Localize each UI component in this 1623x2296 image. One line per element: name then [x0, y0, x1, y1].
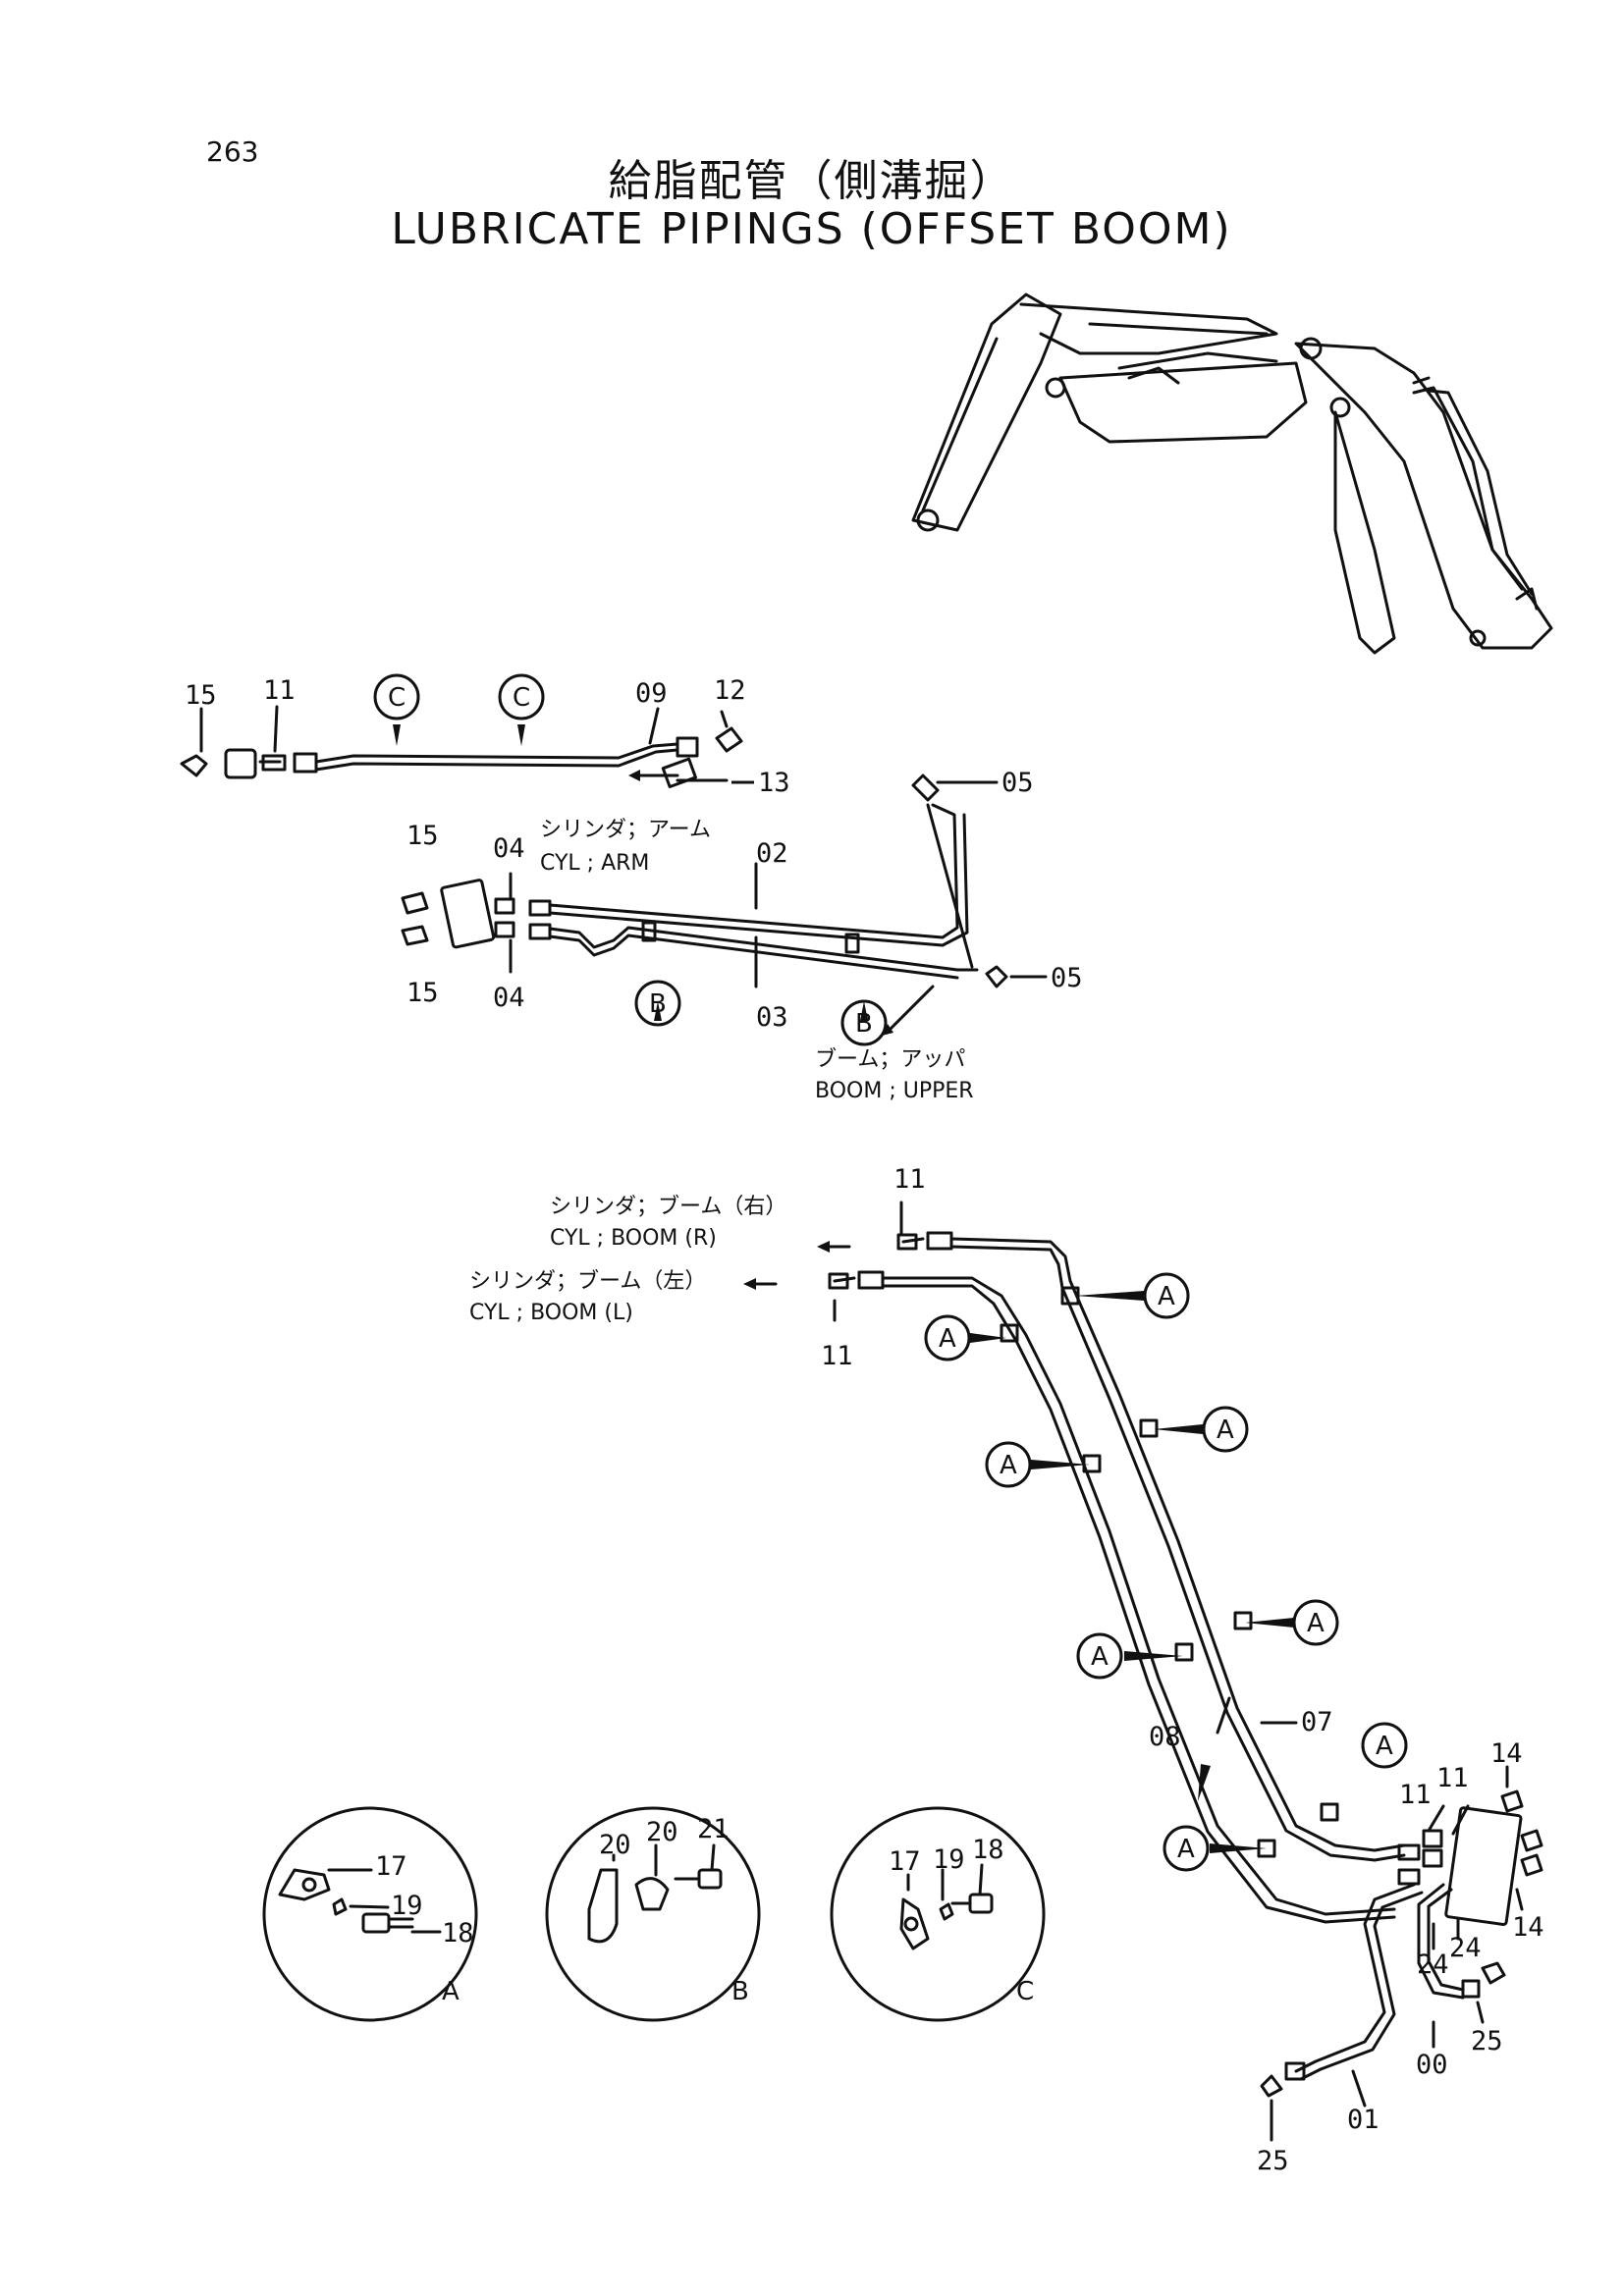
part-label: 20: [599, 1830, 631, 1860]
clamp-balloon-c-2: C: [513, 683, 530, 713]
part-label: 15: [406, 978, 439, 1008]
part-label: 08: [1149, 1722, 1181, 1752]
part-label: 14: [1512, 1912, 1544, 1943]
part-label: 25: [1257, 2146, 1289, 2176]
upper-boom-label-jp: ブーム；アッパ: [815, 1047, 965, 1072]
detail-letter-a: A: [442, 1977, 460, 2006]
title-japanese: 給脂配管（側溝掘）: [608, 156, 1015, 206]
part-label: 01: [1347, 2105, 1380, 2135]
part-label: 11: [821, 1341, 853, 1371]
upper-boom-label-en: BOOM ; UPPER: [815, 1079, 974, 1103]
part-label: 00: [1416, 2050, 1448, 2080]
part-label: 05: [1051, 963, 1083, 993]
part-label: 15: [406, 821, 439, 851]
boom-pipe-assembly: [828, 1231, 1406, 1924]
boom-cylinder-left-en: CYL ; BOOM (L): [469, 1301, 633, 1325]
clamp-balloon-b-2: B: [855, 1009, 873, 1039]
boom-cylinder-right-en: CYL ; BOOM (R): [550, 1226, 717, 1251]
part-label: 24: [1449, 1933, 1482, 1963]
page-number: 263: [206, 135, 259, 168]
clamp-balloon-a-1: A: [1158, 1282, 1175, 1311]
part-label: 04: [493, 833, 525, 864]
arm-cylinder-label-en: CYL ; ARM: [540, 851, 649, 876]
part-label: 11: [1399, 1780, 1432, 1810]
arm-cylinder-label-jp: シリンダ；アーム: [540, 818, 711, 842]
clamp-balloon-a-7: A: [1376, 1732, 1393, 1761]
part-label: 13: [758, 768, 790, 798]
boom-cylinder-left-jp: シリンダ；ブーム（左）: [469, 1269, 706, 1294]
part-label: 25: [1471, 2026, 1503, 2056]
boom-cylinder-right-jp: シリンダ；ブーム（右）: [550, 1195, 786, 1219]
part-label: 19: [933, 1844, 965, 1875]
clamp-balloon-b-1: B: [649, 989, 667, 1019]
part-label: 05: [1001, 768, 1034, 798]
arm-cylinder-pipe-assembly: [180, 726, 743, 789]
clamp-balloon-a-2: A: [939, 1324, 956, 1354]
part-label: 19: [391, 1891, 423, 1921]
clamp-balloon-a-5: A: [1307, 1609, 1325, 1638]
excavator-front-illustration: [911, 293, 1553, 655]
part-label: 24: [1417, 1949, 1449, 1980]
part-label: 02: [756, 838, 788, 869]
clamp-balloon-a-4: A: [1000, 1451, 1017, 1480]
part-label: 04: [493, 983, 525, 1013]
clamp-balloon-a-8: A: [1177, 1835, 1195, 1864]
detail-circle-a: [262, 1806, 478, 2022]
part-label: 18: [442, 1918, 474, 1949]
part-label: 15: [185, 680, 217, 711]
part-label: 14: [1490, 1738, 1523, 1769]
part-label: 03: [756, 1002, 788, 1033]
part-label: 09: [635, 678, 668, 709]
clamp-balloon-a-3: A: [1217, 1415, 1234, 1445]
part-label: 11: [1436, 1763, 1469, 1793]
part-label: 18: [972, 1835, 1004, 1865]
detail-letter-c: C: [1016, 1977, 1034, 2006]
part-label: 11: [263, 675, 296, 706]
clamp-balloon-c-1: C: [388, 683, 406, 713]
part-label: 17: [889, 1846, 921, 1877]
detail-letter-b: B: [731, 1977, 749, 2006]
part-label: 07: [1301, 1707, 1333, 1737]
part-label: 21: [697, 1814, 730, 1844]
detail-circle-c: [830, 1806, 1046, 2022]
part-label: 17: [375, 1851, 407, 1882]
title-english: LUBRICATE PIPINGS (OFFSET BOOM): [391, 204, 1232, 254]
lower-distribution-block: [1260, 1789, 1543, 2098]
part-label: 11: [893, 1164, 926, 1195]
clamp-balloon-a-6: A: [1091, 1642, 1109, 1672]
part-label: 20: [646, 1817, 678, 1847]
detail-circle-b: [545, 1806, 761, 2022]
part-label: 12: [714, 675, 746, 706]
upper-boom-pipe-assembly: [401, 774, 1008, 988]
